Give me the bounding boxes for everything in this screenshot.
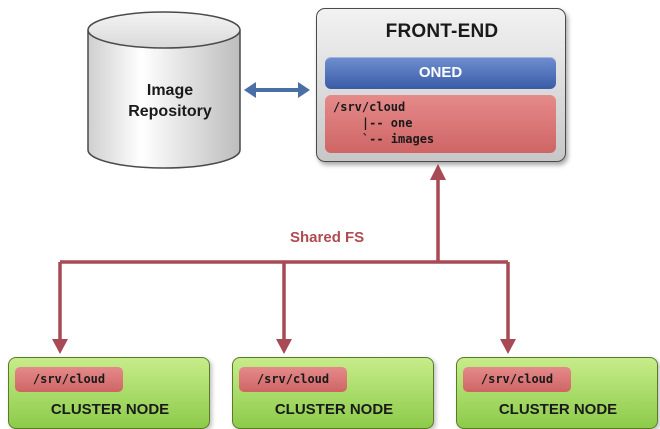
fs-tree-line-root: /srv/cloud — [333, 100, 406, 114]
image-repository-label: Image Repository — [100, 80, 240, 122]
cluster-node-path: /srv/cloud — [239, 367, 347, 392]
frontend-fs-tree: /srv/cloud |-- one `-- images — [325, 95, 556, 153]
cluster-node-path: /srv/cloud — [15, 367, 123, 392]
cluster-node-path: /srv/cloud — [463, 367, 571, 392]
repo-label-line2: Repository — [128, 103, 212, 120]
oned-bar: ONED — [325, 57, 556, 89]
cluster-node-label: CLUSTER NODE — [498, 401, 618, 418]
shared-fs-arrowheads — [52, 164, 516, 354]
cluster-node-label: CLUSTER NODE — [50, 401, 170, 418]
repo-frontend-double-arrow-icon — [244, 82, 310, 98]
cluster-node-1: /srv/cloud CLUSTER NODE — [8, 357, 210, 429]
fs-tree-line-one: |-- one — [333, 116, 413, 130]
fs-tree-line-images: `-- images — [333, 132, 435, 146]
shared-fs-wires — [58, 178, 510, 342]
image-repository-cylinder — [87, 11, 241, 169]
shared-fs-label: Shared FS — [290, 229, 365, 246]
cluster-node-2: /srv/cloud CLUSTER NODE — [232, 357, 434, 429]
cluster-node-label: CLUSTER NODE — [274, 401, 394, 418]
frontend-title: FRONT-END — [385, 21, 499, 42]
frontend-box: FRONT-END ONED /srv/cloud |-- one `-- im… — [316, 8, 566, 162]
cluster-node-3: /srv/cloud CLUSTER NODE — [456, 357, 658, 429]
repo-label-line1: Image — [146, 82, 194, 99]
